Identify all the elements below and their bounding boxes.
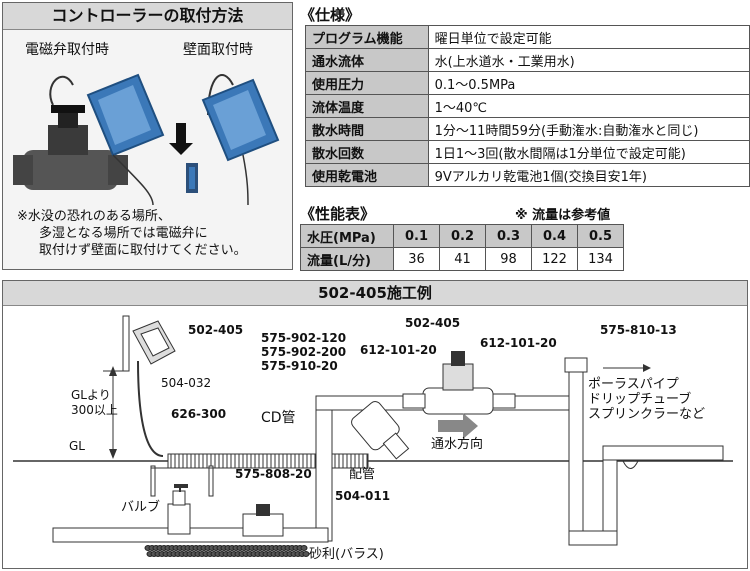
pressure-header: 水圧(MPa) [300,224,394,248]
label-adapter-left: 612-101-20 [360,343,437,357]
cd-pipe [167,453,369,469]
pressure-cell: 0.1 [393,224,440,248]
label-bottom-part: 575-808-20 [235,467,312,481]
spec-key: 通水流体 [305,48,429,72]
pressure-cell: 0.4 [531,224,578,248]
label-ctrl-valve: 502-405 [405,316,461,330]
label-p1: 575-902-120 [261,331,347,345]
mounting-note-3: 取付けず壁面に取付けてください。 [39,243,247,258]
flow-cell: 36 [393,247,440,271]
label-out-2: ドリップチューブ [588,392,692,407]
label-gl-height-2: 300以上 [71,403,118,417]
flow-cell: 122 [531,247,578,271]
pressure-cell: 0.2 [439,224,486,248]
spec-value: 1〜40℃ [427,94,750,118]
label-out-1: ポーラスパイプ [588,377,679,392]
label-out-3: スプリンクラーなど [588,407,706,422]
output-arrow-icon [643,364,651,372]
flow-row: 流量(L/分) 36 41 98 122 134 [300,247,624,271]
spec-key: 使用乾電池 [305,163,429,187]
label-ctrl-wall: 502-405 [188,323,244,337]
spec-key: 使用圧力 [305,71,429,95]
label-p3: 575-910-20 [261,359,338,373]
label-cd-pipe: CD管 [261,410,296,426]
pressure-row: 水圧(MPa) 0.1 0.2 0.3 0.4 0.5 [300,224,624,248]
label-flow-direction: 通水方向 [431,437,484,452]
label-cable: 504-032 [161,376,212,390]
spec-key: 散水回数 [305,140,429,164]
mounting-illustration [13,73,280,205]
flow-cell: 134 [577,247,624,271]
spec-row: 通水流体水(上水道水・工業用水) [305,48,750,72]
pressure-cell: 0.3 [485,224,532,248]
mounting-panel: コントローラーの取付方法 電磁弁取付時 壁面取付時 ※水没の恐れのある場所 [2,2,293,270]
spec-value: 9Vアルカリ乾電池1個(交換目安1年) [427,163,750,187]
performance-table: 水圧(MPa) 0.1 0.2 0.3 0.4 0.5 流量(L/分) 36 4… [300,224,624,271]
label-gravel: 砂利(バラス) [309,547,384,562]
wall-mount-drawing [169,74,280,205]
spec-key: プログラム機能 [305,25,429,49]
flow-arrow-icon [438,413,478,439]
spec-key: 流体温度 [305,94,429,118]
flow-header: 流量(L/分) [300,247,394,271]
performance-note: ※ 流量は参考値 [515,208,611,223]
spec-value: 1分〜11時間59分(手動潅水:自動潅水と同じ) [427,117,750,141]
label-wire: 504-011 [335,489,391,503]
mounting-note-1: ※水没の恐れのある場所、 [17,209,171,224]
spec-value: 1日1〜3回(散水間隔は1分単位で設定可能) [427,140,750,164]
flow-cell: 41 [439,247,486,271]
installation-diagram [13,315,733,557]
spec-value: 0.1〜0.5MPa [427,71,750,95]
mounting-note-2: 多湿となる場所では電磁弁に [39,226,208,241]
label-gl-height-1: GLより [71,388,111,402]
spec-value: 水(上水道水・工業用水) [427,48,750,72]
arrow-down-icon [169,123,193,155]
performance-title: 《性能表》 [300,205,376,223]
label-haikan: 配管 [349,467,376,482]
label-cd-part: 626-300 [171,407,227,421]
flow-cell: 98 [485,247,532,271]
spec-value: 曜日単位で設定可能 [427,25,750,49]
mounting-title: コントローラーの取付方法 [3,3,292,30]
gravel-stone [300,545,308,551]
solenoid-valve-drawing [13,73,165,205]
label-right-part: 575-810-13 [600,323,677,337]
spec-title: 《仕様》 [300,6,361,24]
label-valve: バルブ [121,500,161,515]
label-gl: GL [69,439,85,453]
label-adapter-right: 612-101-20 [480,336,557,350]
pressure-cell: 0.5 [577,224,624,248]
installation-title: 502-405施工例 [3,281,747,306]
wall-mount-label: 壁面取付時 [183,42,253,58]
solenoid-mount-label: 電磁弁取付時 [25,42,109,58]
gravel [144,545,310,557]
spec-key: 散水時間 [305,117,429,141]
installation-panel: 502-405施工例 [2,280,748,569]
label-p2: 575-902-200 [261,345,347,359]
spec-row: プログラム機能曜日単位で設定可能 [305,25,750,49]
gravel-stone [302,551,310,557]
